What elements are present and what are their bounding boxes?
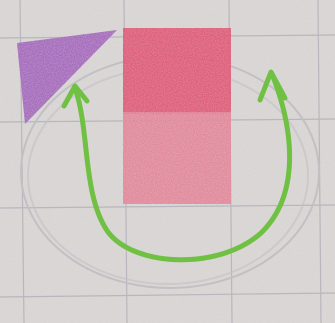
square-texture	[123, 28, 231, 204]
